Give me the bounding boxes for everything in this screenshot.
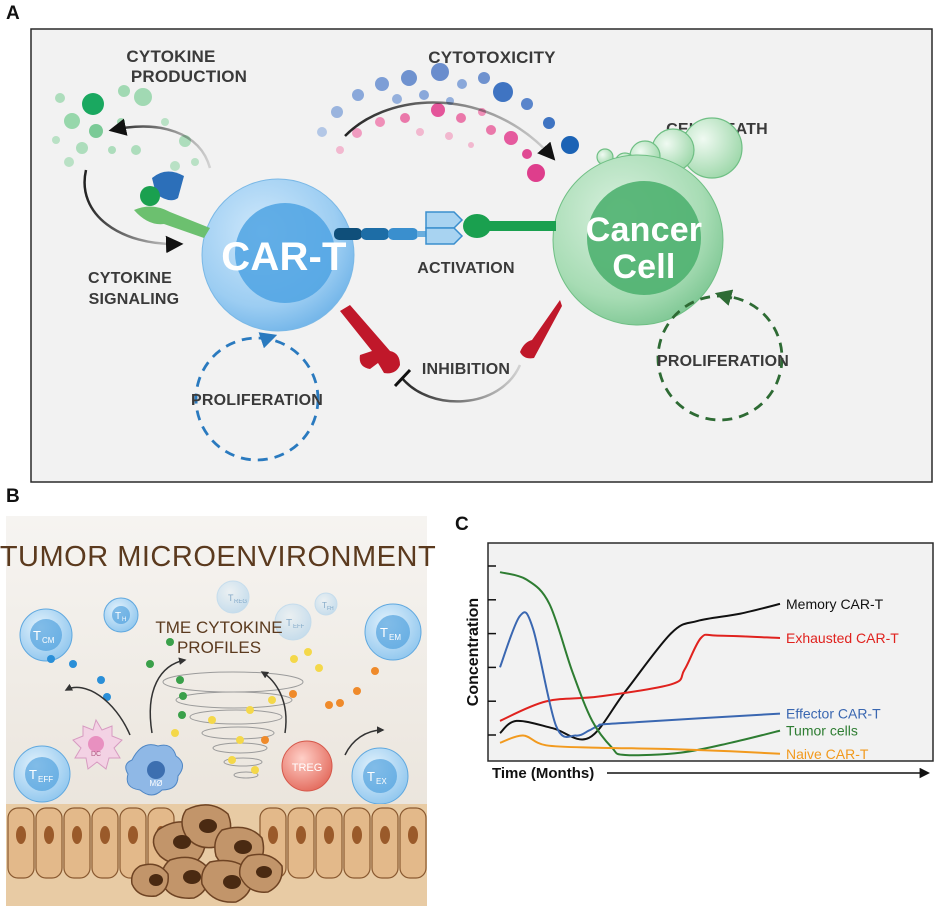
- cytokine-production-label-1: CYTOKINE: [126, 47, 215, 66]
- profiles-label-1: TME CYTOKINE: [155, 618, 282, 637]
- faded-cells: [216, 580, 338, 641]
- cytokine-production-label-2: PRODUCTION: [131, 67, 247, 86]
- th-cell-nucleus: [112, 606, 130, 624]
- inhibitory-receptor: [340, 300, 562, 374]
- treg-faded-sub: REG: [234, 599, 247, 605]
- tex-cell-nucleus: [363, 759, 397, 793]
- teff-label: T: [29, 767, 37, 782]
- cytotoxicity-arrow: [344, 101, 556, 161]
- car-receptor: [334, 211, 464, 245]
- chart-plot-area: [487, 542, 934, 762]
- tem-label: T: [380, 625, 388, 640]
- car-t-label: CAR-T: [221, 235, 346, 279]
- car-t-nucleus: [235, 203, 335, 303]
- th-sub: H: [122, 617, 126, 623]
- tcm-cell-nucleus: [30, 619, 62, 651]
- activation-label: ACTIVATION: [417, 260, 514, 277]
- y-axis-label: Concentration: [465, 598, 482, 706]
- profiles-label-2: PROFILES: [177, 638, 261, 657]
- panel-b-letter: B: [6, 486, 20, 507]
- series-label-exhausted-car-t: Exhausted CAR-T: [786, 630, 899, 646]
- tex-sub: EX: [376, 777, 387, 786]
- proliferation-left-label: PROLIFERATION: [191, 392, 323, 409]
- cytokine-production-arrow: [108, 118, 212, 169]
- tcm-label: T: [33, 628, 41, 643]
- tem-cell-nucleus: [376, 615, 410, 649]
- epithelial-layer: [6, 804, 427, 906]
- cancer-cell-label-2: Cell: [612, 248, 675, 286]
- panel-a-letter: A: [6, 3, 20, 24]
- panel-a-frame: [30, 28, 933, 483]
- mo-label: MØ: [150, 779, 163, 788]
- treg-arrow-1: [260, 671, 287, 734]
- panel-b: B TUMOR MICROENVIRONMENT T REG T FH T EF…: [0, 486, 436, 906]
- tex-label: T: [367, 769, 375, 784]
- cytokine-dots: [47, 638, 379, 774]
- cytokine-signaling-label-1: CYTOKINE: [88, 270, 172, 287]
- cytokine-signaling-label-2: SIGNALING: [89, 291, 180, 308]
- teff-cell-nucleus: [25, 757, 59, 791]
- cancer-proliferation-arrowhead: [714, 289, 734, 306]
- cytokine-signaling-arrow: [83, 169, 184, 254]
- series-line-naive-car-t: [499, 734, 781, 755]
- tcm-sub: CM: [42, 636, 55, 645]
- cytotoxicity-label: CYTOTOXICITY: [428, 48, 556, 67]
- dc-label: DC: [91, 751, 101, 758]
- chart-series-labels: Memory CAR-T Exhausted CAR-T Effector CAR-…: [786, 596, 899, 762]
- tem-sub: EM: [389, 633, 401, 642]
- cancer-cell-label-1: Cancer: [586, 211, 702, 249]
- th-label: T: [115, 611, 121, 622]
- x-axis-label: Time (Months): [492, 765, 594, 782]
- series-line-effector-car-t: [499, 611, 781, 739]
- dendritic-cell: [72, 718, 123, 770]
- car-t-proliferation-arrowhead: [258, 332, 278, 349]
- tfh-sub: FH: [327, 606, 334, 612]
- treg-cell: [281, 740, 333, 792]
- treg-label: TREG: [292, 762, 323, 774]
- series-line-tumor-cells: [499, 571, 781, 757]
- panel-c: C Memory CAR-T Exhausted CAR-T Effector CA…: [455, 514, 934, 782]
- inhibition-bar: [393, 368, 412, 388]
- treg-arrow-2: [344, 726, 385, 756]
- series-line-exhausted-car-t: [499, 633, 781, 722]
- teff-faded-sub: EFF: [293, 624, 305, 630]
- series-label-effector-car-t: Effector CAR-T: [786, 706, 881, 722]
- y-axis-ticks: [488, 565, 496, 736]
- treg-faded-label: T: [228, 593, 234, 603]
- panel-a: A CYTOKINE PRODUCTION: [6, 3, 933, 483]
- cytotoxicity-droplets: [317, 63, 579, 182]
- inhibition-label: INHIBITION: [422, 361, 510, 378]
- cytokine-tornado: [162, 671, 304, 779]
- dc-arrow: [64, 683, 131, 736]
- tme-title: TUMOR MICROENVIRONMENT: [0, 541, 436, 573]
- cancer-cell: [552, 117, 743, 326]
- car-t-proliferation-loop: [194, 336, 320, 462]
- cytokine-receptor: [134, 171, 210, 238]
- chart-series: [499, 571, 781, 757]
- inhibition-arrow: [401, 364, 522, 403]
- antigen-ligand: [463, 214, 556, 238]
- series-label-tumor-cells: Tumor cells: [786, 723, 858, 739]
- proliferation-right-label: PROLIFERATION: [657, 353, 789, 370]
- series-line-memory-car-t: [499, 602, 781, 741]
- teff-faded-label: T: [286, 618, 292, 629]
- mo-arrow: [149, 657, 187, 734]
- macrophage: [125, 744, 183, 796]
- series-label-memory-car-t: Memory CAR-T: [786, 596, 884, 612]
- tfh-label: T: [322, 601, 327, 610]
- panel-c-letter: C: [455, 514, 469, 535]
- series-label-naive-car-t: Naive CAR-T: [786, 746, 869, 762]
- teff-sub: EFF: [38, 775, 53, 784]
